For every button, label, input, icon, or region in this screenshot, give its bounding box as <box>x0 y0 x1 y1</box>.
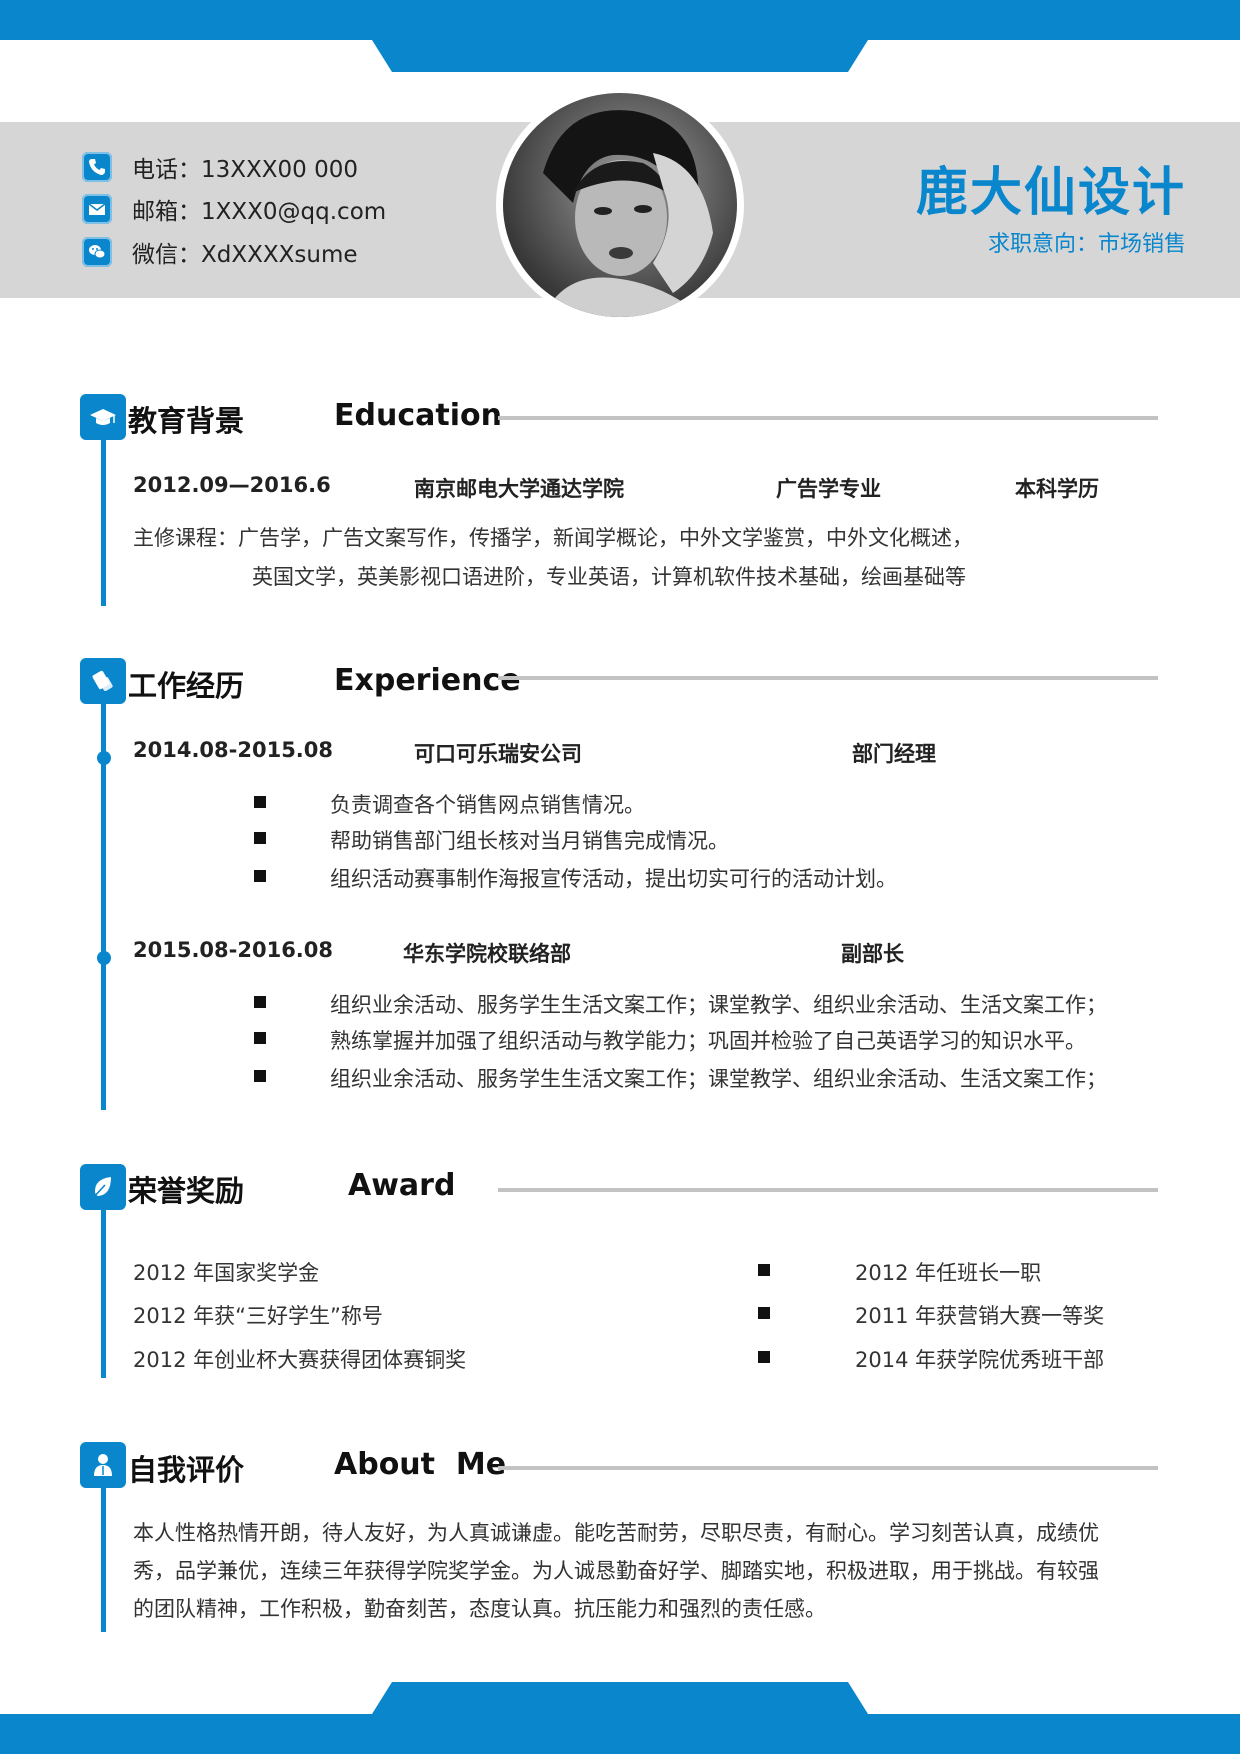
job-intent: 求职意向：市场销售 <box>987 232 1186 257</box>
mail-icon <box>82 194 112 224</box>
profile-photo <box>503 93 737 317</box>
bullet <box>254 832 266 844</box>
contact-phone-text: 电话：13XXX00 000 <box>132 157 359 183</box>
award-title-en: Award <box>348 1168 456 1203</box>
bullet <box>758 1264 770 1276</box>
timeline-education <box>101 420 106 606</box>
job1-role: 部门经理 <box>852 742 936 766</box>
contact-email: 邮箱：1XXX0@qq.com <box>82 193 386 225</box>
timeline-award <box>101 1186 106 1378</box>
candidate-name: 鹿大仙设计 <box>915 163 1186 223</box>
experience-title: 工作经历 <box>128 669 245 703</box>
job2-duty3: 组织业余活动、服务学生生活文案工作；课堂教学、组织业余活动、生活文案工作； <box>330 1067 1107 1091</box>
education-title: 教育背景 <box>128 404 245 438</box>
award-left-2: 2012 年获“三好学生”称号 <box>133 1304 383 1328</box>
avatar <box>496 86 744 324</box>
education-period: 2012.09—2016.6 <box>133 473 331 497</box>
job2-duty2: 熟练掌握并加强了组织活动与教学能力；巩固并检验了自己英语学习的知识水平。 <box>330 1029 1086 1053</box>
bullet <box>254 996 266 1008</box>
job1-duty3: 组织活动赛事制作海报宣传活动，提出切实可行的活动计划。 <box>330 867 897 891</box>
job1-period: 2014.08-2015.08 <box>133 738 334 762</box>
timeline-dot-job1 <box>97 751 111 765</box>
contact-wechat-text: 微信：XdXXXXsume <box>132 242 358 268</box>
job1-duty1: 负责调查各个销售网点销售情况。 <box>330 793 645 817</box>
education-degree: 本科学历 <box>1015 477 1099 501</box>
about-line-3: 的团队精神，工作积极，勤奋刻苦，态度认真。抗压能力和强烈的责任感。 <box>133 1597 826 1621</box>
bottom-tab <box>372 1682 868 1714</box>
award-right-1: 2012 年任班长一职 <box>855 1261 1042 1285</box>
education-major: 广告学专业 <box>776 477 881 501</box>
job2-period: 2015.08-2016.08 <box>133 938 334 962</box>
timeline-experience <box>101 680 106 1110</box>
bullet <box>254 796 266 808</box>
about-title: 自我评价 <box>128 1453 245 1487</box>
bullet <box>254 1032 266 1044</box>
top-tab <box>372 40 868 72</box>
contact-wechat: 微信：XdXXXXsume <box>82 236 358 268</box>
about-paragraph: 本人性格热情开朗，待人友好，为人真诚谦虚。能吃苦耐劳，尽职尽责，有耐心。学习刻苦… <box>133 1514 1163 1628</box>
job1-company: 可口可乐瑞安公司 <box>414 742 582 766</box>
phone-icon <box>82 152 112 182</box>
bullet <box>254 1070 266 1082</box>
wechat-icon <box>82 237 112 267</box>
experience-rule <box>498 676 1158 680</box>
job1-duty2: 帮助销售部门组长核对当月销售完成情况。 <box>330 829 729 853</box>
leaf-icon <box>80 1164 126 1210</box>
education-rule <box>498 416 1158 420</box>
about-title-en: About Me <box>334 1447 507 1482</box>
contact-phone: 电话：13XXX00 000 <box>82 151 358 183</box>
about-line-1: 本人性格热情开朗，待人友好，为人真诚谦虚。能吃苦耐劳，尽职尽责，有耐心。学习刻苦… <box>133 1521 1099 1545</box>
award-title: 荣誉奖励 <box>128 1174 245 1208</box>
bottom-band <box>0 1714 1240 1754</box>
bullet <box>758 1307 770 1319</box>
person-icon <box>80 1442 126 1488</box>
education-school: 南京邮电大学通达学院 <box>414 477 624 501</box>
award-left-1: 2012 年国家奖学金 <box>133 1261 320 1285</box>
award-right-3: 2014 年获学院优秀班干部 <box>855 1348 1105 1372</box>
bullet <box>758 1351 770 1363</box>
award-left-3: 2012 年创业杯大赛获得团体赛铜奖 <box>133 1348 467 1372</box>
contact-email-text: 邮箱：1XXX0@qq.com <box>132 199 387 225</box>
about-line-2: 秀，品学兼优，连续三年获得学院奖学金。为人诚恳勤奋好学、脚踏实地，积极进取，用于… <box>133 1559 1099 1583</box>
education-courses-line2: 英国文学，英美影视口语进阶，专业英语，计算机软件技术基础，绘画基础等 <box>252 565 966 589</box>
briefcase-icon <box>80 658 126 704</box>
job2-role: 副部长 <box>841 942 904 966</box>
graduation-cap-icon <box>80 394 126 440</box>
timeline-dot-job2 <box>97 951 111 965</box>
job2-duty1: 组织业余活动、服务学生生活文案工作；课堂教学、组织业余活动、生活文案工作； <box>330 993 1107 1017</box>
about-rule <box>498 1466 1158 1470</box>
timeline-about <box>101 1466 106 1632</box>
experience-title-en: Experience <box>334 663 521 698</box>
top-band <box>0 0 1240 40</box>
award-right-2: 2011 年获营销大赛一等奖 <box>855 1304 1105 1328</box>
education-title-en: Education <box>334 398 502 433</box>
education-courses-line1: 主修课程：广告学，广告文案写作，传播学，新闻学概论，中外文学鉴赏，中外文化概述， <box>133 526 973 550</box>
job2-company: 华东学院校联络部 <box>403 942 571 966</box>
award-rule <box>498 1188 1158 1192</box>
bullet <box>254 870 266 882</box>
